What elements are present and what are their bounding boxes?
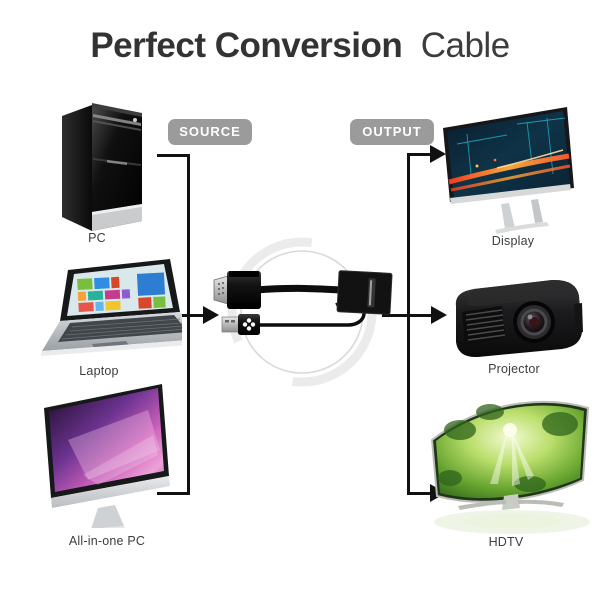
pc-label: PC xyxy=(88,231,106,245)
arrow-into-display-icon xyxy=(430,145,446,163)
laptop-label: Laptop xyxy=(79,364,119,378)
connector-line-projector xyxy=(382,314,433,317)
connector-line-output-vertical xyxy=(407,154,410,495)
all-in-one-pc-label: All-in-one PC xyxy=(68,534,146,548)
source-badge: SOURCE xyxy=(168,119,252,145)
arrow-into-cable-icon xyxy=(203,306,219,324)
page-title: Perfect Conversion Cable xyxy=(0,26,600,66)
hdtv-label: HDTV xyxy=(488,535,524,549)
conversion-cable-illustration xyxy=(213,270,393,335)
title-regular: Cable xyxy=(420,26,510,65)
title-emphasis: Perfect Conversion xyxy=(90,26,403,65)
projector-icon xyxy=(455,279,583,358)
pc-tower-icon xyxy=(62,103,142,231)
connector-line-hdtv xyxy=(407,492,432,495)
vga-cable xyxy=(255,284,341,294)
connector-line-allinone xyxy=(157,492,190,495)
display-monitor-icon xyxy=(443,107,574,234)
usb-body-logo-icon xyxy=(242,318,256,331)
usb-connector-icon xyxy=(221,314,260,335)
output-badge: OUTPUT xyxy=(350,119,434,145)
vga-connector-icon xyxy=(213,271,261,309)
connector-line-pc xyxy=(157,154,190,157)
laptop-icon xyxy=(41,259,182,356)
all-in-one-pc-icon xyxy=(44,384,170,528)
curved-hdtv-icon xyxy=(430,400,590,534)
connector-line-source-vertical xyxy=(187,154,190,495)
connector-line-display xyxy=(407,153,432,156)
arrow-into-projector-icon xyxy=(431,306,447,324)
hdmi-converter-box-icon xyxy=(336,270,393,315)
display-label: Display xyxy=(491,234,535,248)
projector-label: Projector xyxy=(488,362,540,376)
